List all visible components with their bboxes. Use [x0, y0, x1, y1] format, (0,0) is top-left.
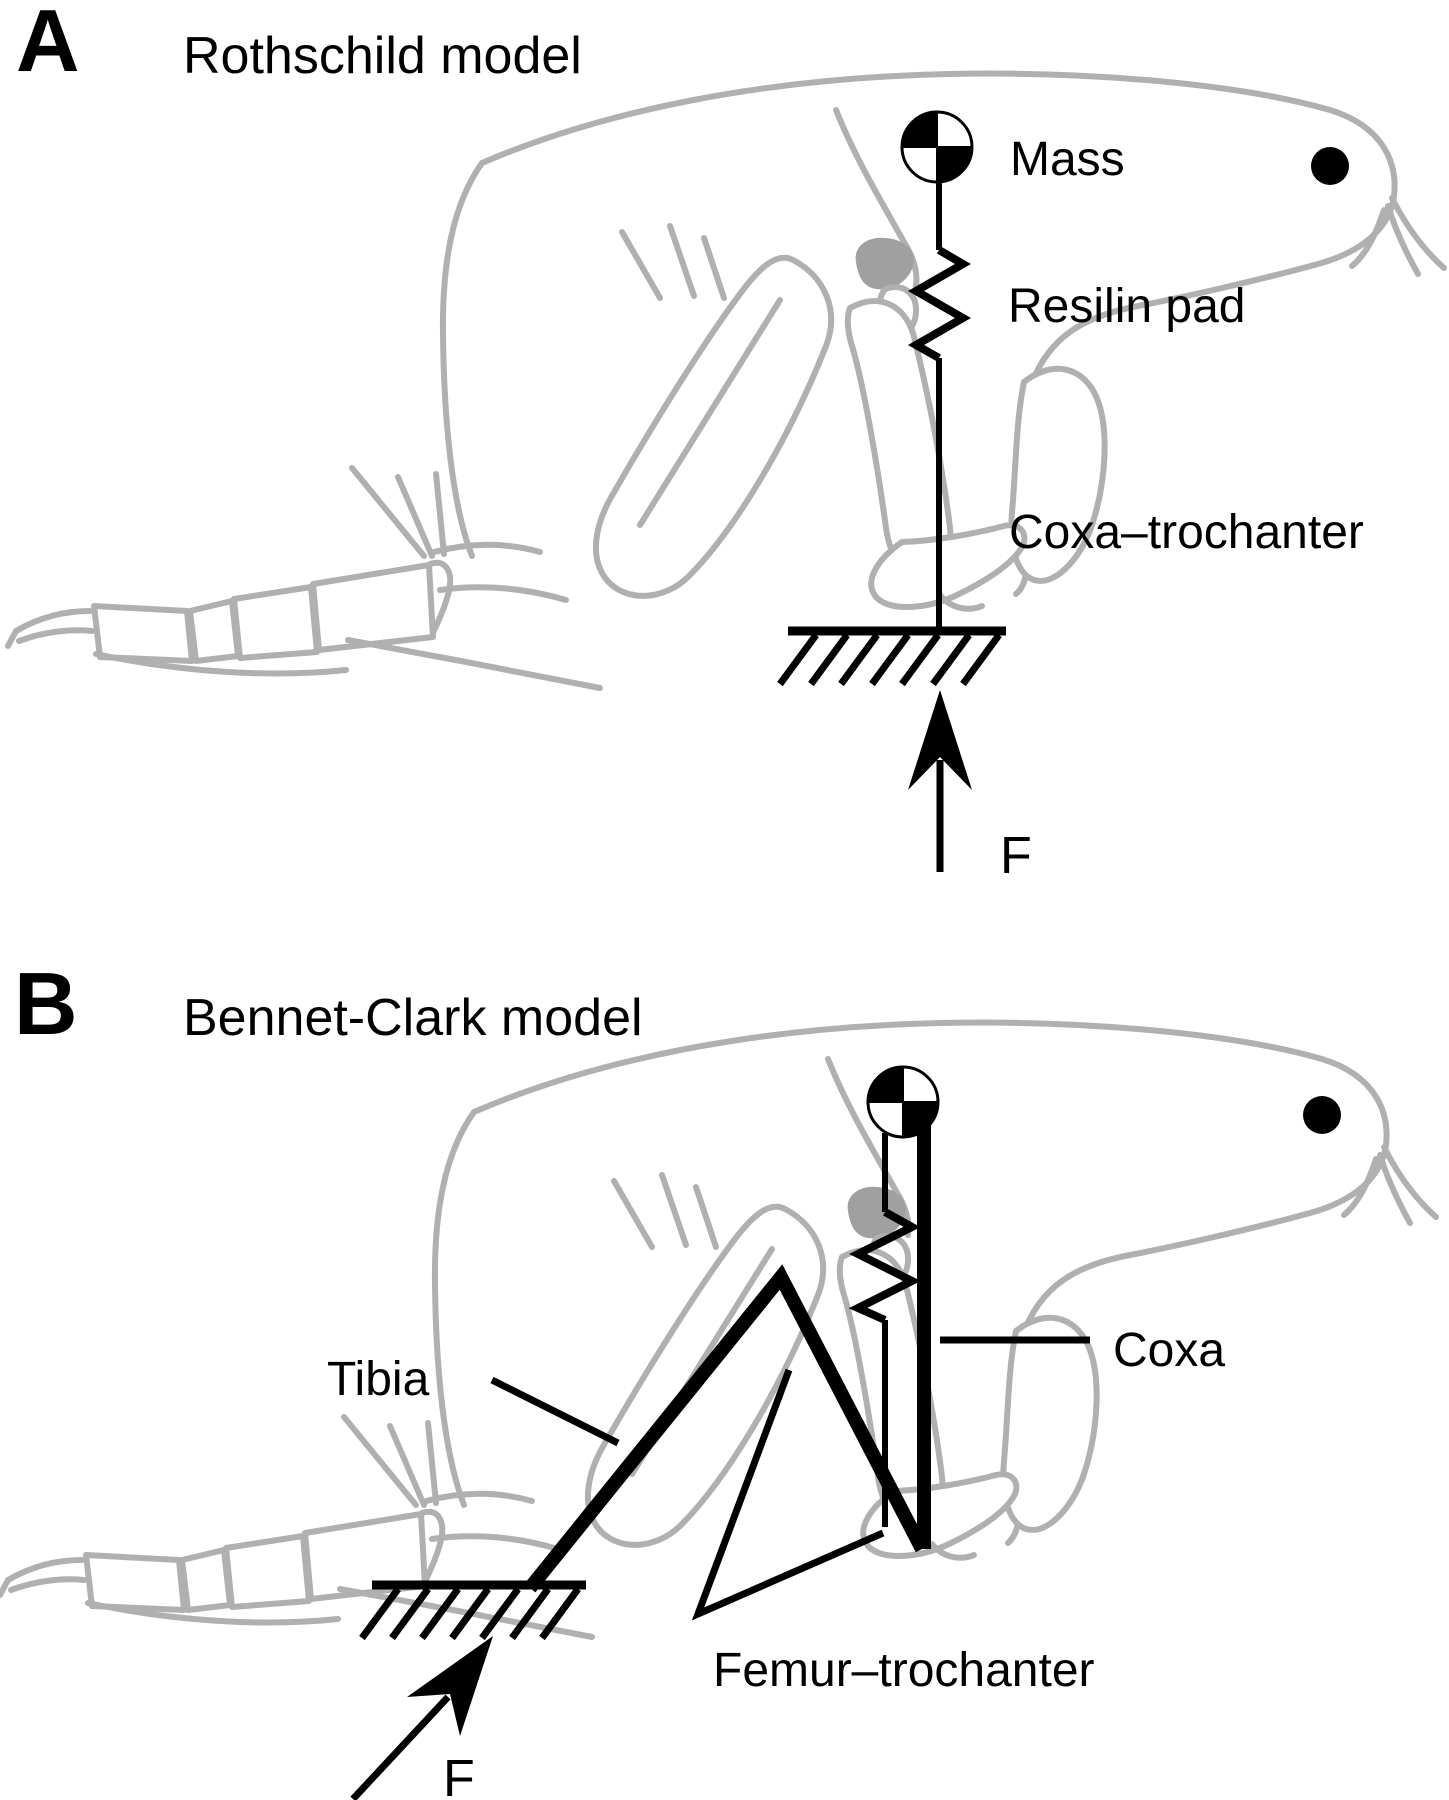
- ground-hatching-b: [359, 1586, 581, 1641]
- flea-drawing-a: [8, 74, 1444, 688]
- tibia-callout-line: [490, 1376, 620, 1447]
- panel-letter-a: A: [16, 0, 80, 90]
- panel-title-a: Rothschild model: [183, 27, 582, 85]
- label-resilin-pad: Resilin pad: [1008, 280, 1245, 333]
- resilin-spring-b: [848, 1208, 921, 1324]
- femur-trochanter-callout: [691, 1368, 885, 1621]
- ground-hatching-a: [777, 632, 1002, 687]
- resilin-spring-a: [907, 246, 972, 362]
- center-of-mass-icon-b: [866, 1065, 940, 1139]
- force-arrow-shaft-b: [350, 1694, 451, 1800]
- label-coxa-trochanter: Coxa–trochanter: [1009, 506, 1364, 559]
- panel-b: B Bennet-Clark model Tibia Coxa Femur–tr…: [0, 954, 1436, 1800]
- label-force-b: F: [443, 1750, 475, 1800]
- label-coxa: Coxa: [1113, 1324, 1225, 1377]
- center-of-mass-icon-a: [900, 110, 974, 184]
- label-mass: Mass: [1010, 133, 1125, 186]
- force-arrowhead-a: [908, 690, 972, 790]
- panel-letter-b: B: [14, 954, 78, 1053]
- tibia-femur-linkage: [524, 1264, 929, 1593]
- force-arrowhead-b: [407, 1636, 493, 1736]
- panel-title-b: Bennet-Clark model: [183, 989, 643, 1047]
- label-force-a: F: [1000, 827, 1032, 885]
- label-tibia: Tibia: [327, 1353, 430, 1406]
- panel-a: A Rothschild model Mass Resilin pad Coxa…: [8, 0, 1444, 885]
- label-femur-trochanter: Femur–trochanter: [713, 1644, 1095, 1697]
